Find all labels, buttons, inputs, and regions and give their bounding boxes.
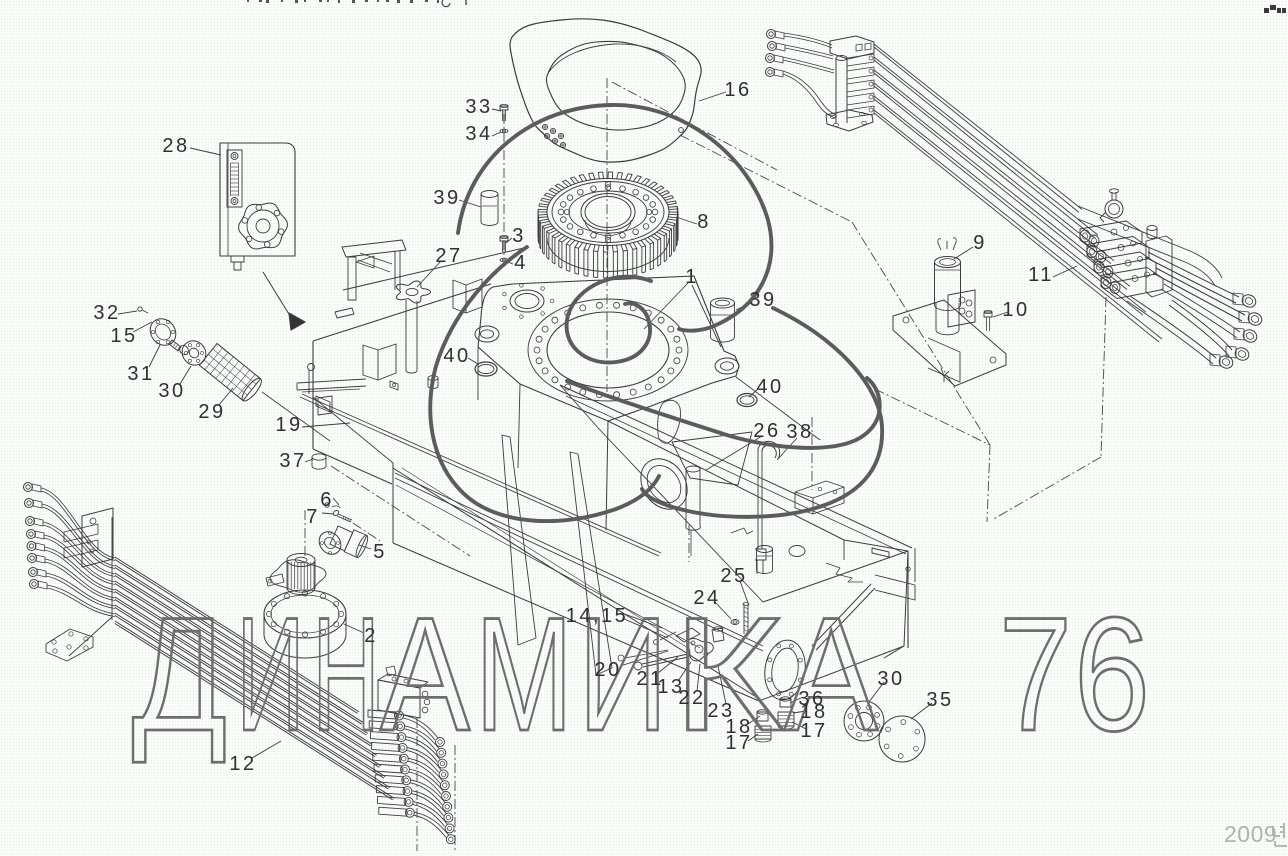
svg-text:35: 35 xyxy=(926,689,953,711)
svg-text:10: 10 xyxy=(1002,299,1029,321)
svg-text:28: 28 xyxy=(162,135,189,157)
svg-text:17: 17 xyxy=(800,720,827,742)
svg-text:39: 39 xyxy=(433,187,460,209)
svg-text:33: 33 xyxy=(465,96,492,118)
svg-text:1: 1 xyxy=(685,266,699,288)
svg-text:7: 7 xyxy=(306,506,320,528)
svg-text:17: 17 xyxy=(725,732,752,754)
svg-text:37: 37 xyxy=(279,450,306,472)
svg-text:8: 8 xyxy=(697,211,711,233)
svg-text:16: 16 xyxy=(724,79,751,101)
svg-text:20: 20 xyxy=(594,659,621,681)
svg-text:А: А xyxy=(380,584,470,765)
svg-text:31: 31 xyxy=(127,363,154,385)
svg-text:5: 5 xyxy=(373,541,387,563)
svg-text:7: 7 xyxy=(999,584,1072,765)
svg-text:40: 40 xyxy=(443,345,470,367)
svg-text:27: 27 xyxy=(435,245,462,267)
svg-text:6: 6 xyxy=(320,489,334,511)
svg-text:25: 25 xyxy=(720,565,747,587)
svg-text:29: 29 xyxy=(198,401,225,423)
svg-text:15: 15 xyxy=(110,325,137,347)
svg-text:30: 30 xyxy=(877,668,904,690)
svg-text:24: 24 xyxy=(693,587,720,609)
svg-text:2: 2 xyxy=(364,625,378,647)
svg-text:3: 3 xyxy=(512,225,526,247)
svg-text:А: А xyxy=(784,584,878,765)
svg-text:6: 6 xyxy=(1074,584,1150,765)
svg-text:Д: Д xyxy=(132,584,227,765)
svg-text:9: 9 xyxy=(973,232,987,254)
svg-text:14,15: 14,15 xyxy=(566,605,629,627)
svg-text:19: 19 xyxy=(275,414,302,436)
svg-text:32: 32 xyxy=(93,302,120,324)
svg-text:34: 34 xyxy=(465,123,492,145)
svg-text:22: 22 xyxy=(678,687,705,709)
svg-text:39: 39 xyxy=(749,289,776,311)
svg-text:12: 12 xyxy=(229,753,256,775)
svg-text:2009: 2009 xyxy=(1224,821,1277,847)
svg-text:30: 30 xyxy=(158,380,185,402)
svg-text:И: И xyxy=(236,584,305,765)
svg-text:40: 40 xyxy=(756,376,783,398)
svg-text:Н: Н xyxy=(312,584,380,765)
svg-text:26: 26 xyxy=(753,420,780,442)
svg-text:38: 38 xyxy=(786,421,813,443)
svg-text:11: 11 xyxy=(1028,264,1054,286)
svg-text:М: М xyxy=(475,584,573,765)
svg-text:4: 4 xyxy=(514,252,528,274)
